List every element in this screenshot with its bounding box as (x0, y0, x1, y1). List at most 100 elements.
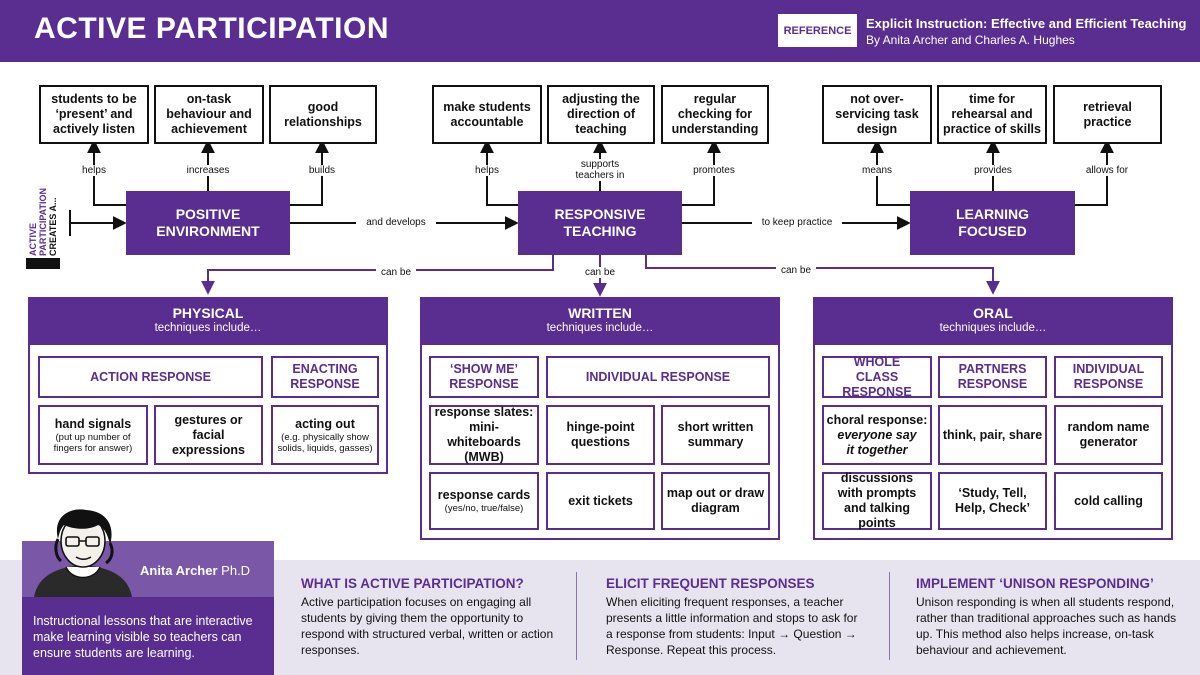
technique-acting-out-main: acting out (295, 416, 355, 431)
link-label-keep-practice: to keep practice (752, 217, 842, 228)
section-oral-header: ORAL techniques include… (813, 297, 1173, 345)
col3-text: Unison responding is when all students r… (916, 595, 1177, 657)
archer-name-text: Anita Archer (140, 563, 218, 578)
technique-hand-signals-main: hand signals (54, 416, 132, 431)
technique-random-name: random name generator (1054, 405, 1163, 465)
technique-discussions-main: discussions with prompts and talking poi… (837, 471, 917, 530)
link-label-can-be-3: can be (776, 265, 816, 276)
reference-badge: REFERENCE (778, 14, 857, 47)
technique-response-cards-main: response cards (437, 488, 531, 502)
technique-response-slates: response slates: mini-whiteboards (MWB) (429, 405, 539, 465)
technique-think-pair-share-main: think, pair, share (942, 427, 1043, 442)
technique-short-summary: short written summary (661, 405, 770, 465)
edge-label-allows-for: allows for (1077, 165, 1137, 176)
technique-gestures-main: gestures or facial expressions (172, 412, 245, 457)
side-label-line3: CREATES A... (48, 197, 58, 256)
hub-responsive-teaching: RESPONSIVE TEACHING (518, 191, 682, 255)
col2-heading: ELICIT FREQUENT RESPONSES (606, 576, 815, 591)
section-physical-header: PHYSICAL techniques include… (28, 297, 388, 345)
archer-name: Anita Archer Ph.D (140, 563, 250, 578)
col1-text: Active participation focuses on engaging… (301, 595, 554, 657)
header-partners-response: PARTNERS RESPONSE (938, 356, 1047, 398)
section-written-subtitle: techniques include… (546, 322, 654, 334)
col3-heading: IMPLEMENT ‘UNISON RESPONDING’ (916, 576, 1154, 591)
outcome-box-on-task: on-task behaviour and achievement (154, 85, 264, 144)
outcome-box-relationships: good relationships (269, 85, 377, 144)
section-physical-title: PHYSICAL (172, 305, 244, 321)
side-label: ACTIVE PARTICIPATION CREATES A... (28, 176, 68, 256)
reference-authors: By Anita Archer and Charles A. Hughes (866, 33, 1075, 47)
technique-map-out: map out or draw diagram (661, 472, 770, 530)
page-title: ACTIVE PARTICIPATION (34, 12, 389, 45)
edge-label-supports: supports teachers in (570, 159, 630, 181)
side-label-line2: PARTICIPATION (38, 188, 48, 256)
technique-hand-signals: hand signals (put up number of fingers f… (38, 405, 148, 465)
col2-text: When eliciting frequent responses, a tea… (606, 595, 858, 657)
link-label-can-be-1: can be (376, 267, 416, 278)
technique-response-cards: response cards (yes/no, true/false) (429, 472, 539, 530)
technique-response-cards-sub: (yes/no, true/false) (444, 503, 524, 514)
edge-label-means: means (847, 165, 907, 176)
outcome-box-checking: regular checking for understanding (661, 85, 769, 144)
hub-learning-focused: LEARNING FOCUSED (910, 191, 1075, 255)
technique-map-out-main: map out or draw diagram (666, 486, 765, 515)
edge-label-provides: provides (963, 165, 1023, 176)
header-whole-class-response: WHOLE CLASS RESPONSE (822, 355, 932, 399)
link-label-and-develops: and develops (356, 217, 436, 228)
edge-label-promotes: promotes (684, 165, 744, 176)
edge-label-helps-2: helps (457, 165, 517, 176)
edge-label-builds: builds (292, 165, 352, 176)
col1-heading: WHAT IS ACTIVE PARTICIPATION? (301, 576, 524, 591)
header-individual-response-written: INDIVIDUAL RESPONSE (546, 356, 770, 398)
archer-desc-box (22, 597, 274, 675)
technique-choral-response-italic: everyone say it together (837, 427, 917, 457)
technique-hand-signals-sub: (put up number of fingers for answer) (53, 431, 133, 454)
header-enacting-response: ENACTING RESPONSE (271, 356, 379, 398)
technique-study-tell-help-check-main: ‘Study, Tell, Help, Check’ (954, 486, 1031, 515)
section-oral-subtitle: techniques include… (939, 322, 1047, 334)
technique-short-summary-main: short written summary (677, 420, 754, 449)
technique-cold-calling-main: cold calling (1074, 493, 1143, 508)
technique-discussions: discussions with prompts and talking poi… (822, 471, 932, 530)
technique-cold-calling: cold calling (1054, 472, 1163, 530)
separator-1 (576, 572, 577, 660)
section-written-header: WRITTEN techniques include… (420, 297, 780, 345)
technique-acting-out-sub: (e.g. physically show solids, liquids, g… (277, 431, 373, 454)
technique-exit-tickets: exit tickets (546, 472, 655, 530)
outcome-box-adjusting: adjusting the direction of teaching (547, 85, 655, 144)
section-physical-subtitle: techniques include… (154, 322, 262, 334)
technique-response-slates-main: response slates: mini-whiteboards (MWB) (434, 405, 534, 464)
side-label-bar (26, 258, 60, 269)
outcome-box-accountable: make students accountable (432, 85, 542, 144)
technique-think-pair-share: think, pair, share (938, 405, 1047, 465)
link-label-can-be-2: can be (580, 267, 620, 278)
technique-gestures: gestures or facial expressions (154, 405, 263, 465)
outcome-box-retrieval: retrieval practice (1053, 85, 1162, 144)
outcome-box-rehearsal: time for rehearsal and practice of skill… (937, 85, 1047, 144)
technique-hinge-point-main: hinge-point questions (566, 420, 635, 449)
header-individual-response-oral: INDIVIDUAL RESPONSE (1054, 356, 1163, 398)
side-label-line1: ACTIVE (28, 222, 38, 256)
archer-description: Instructional lessons that are interacti… (33, 614, 253, 660)
technique-choral-response: choral response: everyone say it togethe… (822, 405, 932, 465)
header-action-response: ACTION RESPONSE (38, 356, 263, 398)
technique-study-tell-help-check: ‘Study, Tell, Help, Check’ (938, 472, 1047, 530)
separator-2 (889, 572, 890, 660)
header-show-me-response: ‘SHOW ME’ RESPONSE (429, 356, 539, 398)
technique-exit-tickets-main: exit tickets (568, 493, 633, 508)
technique-choral-response-main: choral response: (826, 412, 928, 427)
header-bar (0, 0, 1200, 62)
section-written-title: WRITTEN (568, 305, 632, 321)
edge-label-helps: helps (64, 165, 124, 176)
hub-positive-environment: POSITIVE ENVIRONMENT (126, 191, 290, 255)
outcome-box-present: students to be ‘present’ and actively li… (39, 85, 149, 144)
reference-title: Explicit Instruction: Effective and Effi… (866, 16, 1187, 31)
outcome-box-not-over-servicing: not over-servicing task design (822, 85, 932, 144)
section-oral-title: ORAL (973, 305, 1013, 321)
technique-random-name-main: random name generator (1067, 420, 1150, 449)
technique-hinge-point: hinge-point questions (546, 405, 655, 465)
technique-acting-out: acting out (e.g. physically show solids,… (271, 405, 379, 465)
edge-label-increases: increases (173, 165, 243, 176)
archer-title: Ph.D (221, 563, 251, 578)
anita-archer-portrait (34, 509, 132, 597)
